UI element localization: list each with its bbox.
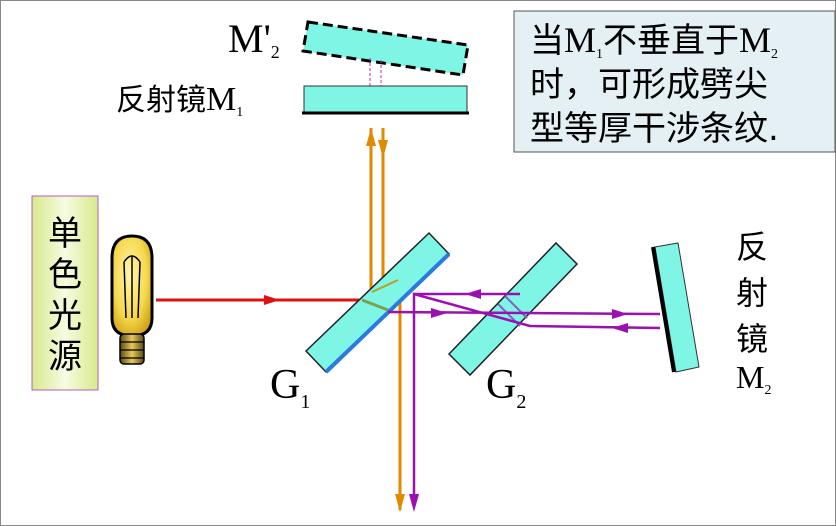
orange-beam-vertical (366, 128, 405, 512)
svg-text:G2: G2 (486, 362, 526, 413)
g1-sub: 1 (300, 391, 310, 413)
orange-arrow-out (395, 494, 405, 512)
red-input-beam (156, 295, 362, 305)
note-m2-sub: 2 (771, 47, 778, 62)
m1-label: M (206, 81, 236, 118)
note-m1: M (564, 20, 596, 60)
purple-arrow-right-mid (431, 308, 447, 318)
purple-arrow-out (409, 494, 419, 512)
g1-label: G (270, 362, 300, 408)
note-line1-a: 当 (530, 21, 564, 61)
explanation-note: 当M1不垂直于M2 时，可形成劈尖 型等厚干涉条纹. (513, 10, 836, 153)
mirror-m1 (302, 85, 469, 115)
m2-virtual-label: M' (228, 16, 271, 61)
svg-text:M'2: M'2 (228, 16, 280, 62)
beam-splitter-g1 (304, 231, 451, 374)
light-source-box (31, 195, 99, 391)
note-m2: M (739, 20, 771, 60)
mirror-m2 (651, 242, 700, 373)
svg-text:当M1不垂直于M2: 当M1不垂直于M2 (530, 20, 778, 62)
source-char-3: 光 (48, 296, 82, 336)
m2-side-char-3: 镜 (736, 320, 768, 358)
note-line3: 型等厚干涉条纹. (530, 109, 779, 149)
orange-arrow-up-left (366, 128, 376, 146)
virtual-mirror-m2 (301, 20, 470, 77)
purple-arrow-left-bottom (612, 323, 628, 333)
note-m1-sub: 1 (596, 47, 603, 62)
m2-sub: 2 (764, 383, 771, 398)
g2-sub: 2 (516, 391, 526, 413)
m2-side-char-2: 射 (736, 274, 768, 312)
purple-arrow-left (465, 289, 481, 299)
svg-text:反射镜M1: 反射镜M1 (116, 81, 243, 120)
orange-arrow-down-right (378, 140, 388, 158)
red-arrow (264, 295, 280, 305)
g2-label: G (486, 362, 516, 408)
note-line2: 时，可形成劈尖 (530, 65, 768, 105)
m2-virtual-sub: 2 (271, 42, 280, 62)
source-char-2: 色 (48, 255, 82, 295)
svg-text:G1: G1 (270, 362, 310, 413)
note-box (513, 10, 836, 153)
purple-beam-path (387, 289, 661, 512)
m2-label: M (736, 359, 764, 395)
m1-sub: 1 (236, 105, 243, 120)
purple-arrow-right-top (612, 309, 628, 319)
light-bulb-icon (110, 234, 154, 365)
m1-prefix-label: 反射镜 (116, 83, 206, 118)
svg-text:M2: M2 (736, 359, 771, 398)
source-char-1: 单 (48, 214, 82, 254)
m2-side-char-1: 反 (736, 228, 768, 266)
note-line1-b: 不垂直于 (603, 21, 739, 61)
source-char-4: 源 (48, 337, 82, 377)
